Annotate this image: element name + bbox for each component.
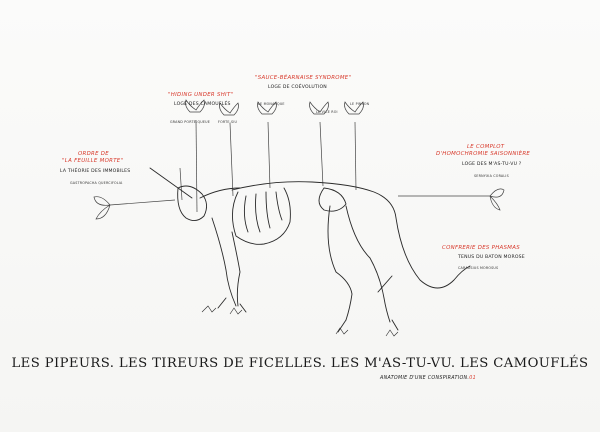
label-hiding-lodge: LOGE DES CAMOUFLÉS bbox=[174, 102, 231, 107]
label-complot-lodge: LOGE DES M'AS-TU-VU ? bbox=[462, 162, 522, 167]
subtitle: ANATOMIE D'UNE CONSPIRATION.01 bbox=[380, 376, 476, 382]
label-sernyxia: SERNYXIA CORALIS bbox=[474, 174, 509, 178]
label-complot-title-1: LE COMPLOT bbox=[467, 144, 505, 150]
subtitle-number: 01 bbox=[469, 376, 476, 381]
label-vice-roi: LE VICE ROI bbox=[316, 110, 338, 114]
skeleton-body bbox=[150, 168, 470, 332]
string-bows bbox=[94, 100, 504, 219]
label-carausius: CARAUSIUS MOROSUS bbox=[458, 266, 499, 270]
label-confrerie-lodge: TENUS DU BATON MOROSE bbox=[458, 255, 525, 260]
label-pinson: LE PINSON bbox=[350, 102, 370, 106]
label-sauce-lodge: LOGE DE COÉVOLUTION bbox=[268, 85, 327, 90]
label-ordre-title-2: "LA FEUILLE MORTE" bbox=[62, 158, 124, 164]
label-confrerie-title: CONFRERIE DES PHASMAS bbox=[442, 245, 520, 251]
label-ordre-lodge: LA THÉORIE DES IMMOBILES bbox=[60, 169, 131, 174]
label-forte-siu: FORTE-SIU bbox=[218, 120, 238, 124]
label-hiding-title: "HIDING UNDER SHIT" bbox=[168, 92, 234, 98]
label-sauce-title: "SAUCE-BÉARNAISE SYNDROME" bbox=[255, 75, 352, 81]
label-monarque: LE MONARQUE bbox=[258, 102, 285, 106]
subtitle-text: ANATOMIE D'UNE CONSPIRATION. bbox=[380, 376, 470, 381]
main-title: LES PIPEURS. LES TIREURS DE FICELLES. LE… bbox=[11, 356, 589, 371]
ground-tufts bbox=[202, 306, 398, 336]
label-complot-title-2: D'HOMOCHROMIE SAISONNIÈRE bbox=[436, 151, 531, 157]
label-ordre-title-1: ORDRE DE bbox=[78, 151, 109, 157]
label-gastropacha: GASTROPACHA QUERCIFOLIA bbox=[70, 181, 123, 185]
label-grand-porte-queue: GRAND PORTE-QUEUE bbox=[170, 120, 211, 124]
puppet-strings bbox=[110, 120, 490, 212]
